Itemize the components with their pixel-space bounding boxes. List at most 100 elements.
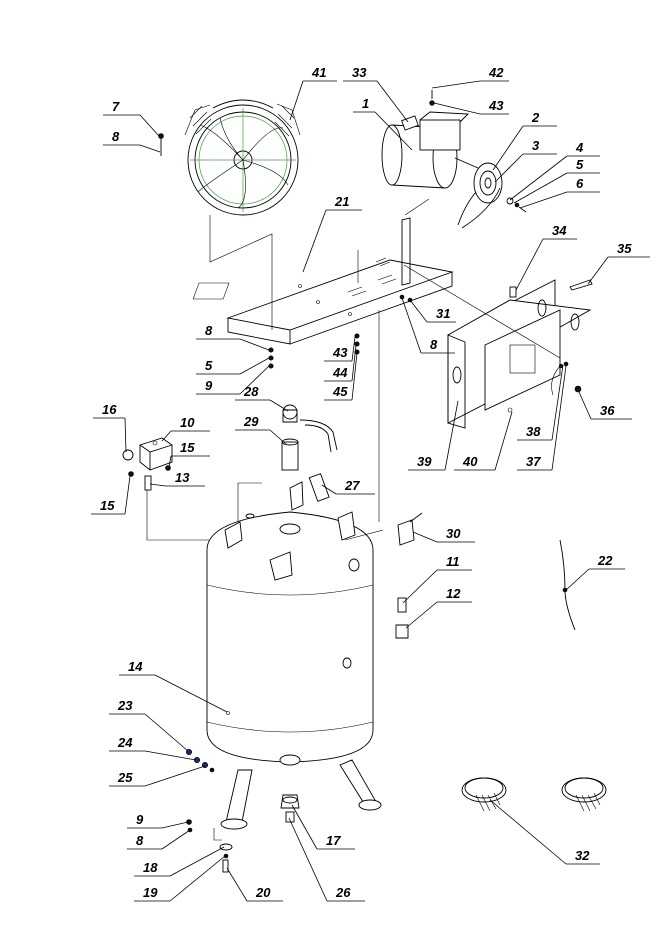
part-number-label-12: 12 (446, 586, 461, 601)
part-number-label-26: 26 (335, 885, 351, 900)
callout-leader (124, 417, 127, 453)
callout-leader (409, 299, 428, 323)
callout-leader (374, 111, 413, 151)
compressor-fan-assembly (158, 99, 301, 216)
part-number-label-42: 42 (488, 65, 504, 80)
part-number-label-13: 13 (175, 470, 190, 485)
callout-leader (269, 399, 289, 412)
callout-leader (161, 430, 172, 442)
part-number-label-8: 8 (430, 337, 438, 352)
callout-leader (513, 172, 568, 204)
part-number-label-9: 9 (136, 812, 144, 827)
callout-leader (431, 80, 481, 89)
callout-leader (551, 365, 567, 471)
air-tank (206, 481, 374, 763)
callout-leader (401, 297, 422, 354)
part-number-label-14: 14 (128, 659, 143, 674)
callout-leader (519, 191, 568, 209)
part-number-label-3: 3 (532, 138, 540, 153)
part-number-label-35: 35 (617, 241, 632, 256)
part-number-label-41: 41 (311, 65, 326, 80)
callout-leader (351, 336, 356, 362)
ball-valve-and-fittings (395, 512, 423, 639)
part-number-label-7: 7 (112, 99, 120, 114)
callout-leader (149, 483, 167, 487)
part-number-label-43: 43 (488, 98, 504, 113)
part-number-label-10: 10 (180, 415, 195, 430)
callout-leader (161, 829, 191, 850)
callout-leader (288, 817, 328, 902)
callout-leader (239, 365, 270, 395)
callout-leader (291, 804, 318, 850)
callout-leader (239, 338, 270, 351)
base-plate (192, 217, 454, 522)
part-number-label-30: 30 (446, 526, 461, 541)
part-number-label-8: 8 (205, 323, 213, 338)
part-number-label-6: 6 (576, 176, 584, 191)
foot-hardware (185, 748, 233, 873)
callout-leader (412, 531, 438, 543)
part-number-label-18: 18 (143, 860, 158, 875)
part-number-label-37: 37 (526, 454, 541, 469)
callout-leader (124, 475, 131, 515)
part-number-label-23: 23 (117, 698, 133, 713)
callout-leader (302, 209, 327, 273)
callout-leader (139, 114, 160, 137)
callout-leader (489, 799, 567, 865)
callout-leader (169, 855, 226, 902)
hose-coils (461, 777, 607, 812)
callout-leader (144, 765, 206, 787)
callout-leader (154, 674, 228, 713)
callout-leader (402, 569, 438, 604)
part-number-label-15: 15 (100, 498, 115, 513)
part-number-label-20: 20 (255, 885, 271, 900)
callout-leader (168, 455, 172, 468)
callout-leader (492, 125, 524, 171)
part-number-label-5: 5 (205, 358, 213, 373)
part-number-label-1: 1 (362, 96, 369, 111)
callout-leader (161, 821, 189, 829)
part-number-label-8: 8 (112, 129, 120, 144)
callout-leader (269, 429, 288, 446)
part-number-label-31: 31 (436, 306, 450, 321)
callout-leader (494, 153, 524, 183)
part-number-label-16: 16 (102, 402, 117, 417)
part-number-label-24: 24 (117, 735, 133, 750)
part-number-label-4: 4 (575, 140, 584, 155)
callout-leader (494, 411, 513, 471)
part-number-label-8: 8 (136, 833, 144, 848)
part-number-label-21: 21 (334, 194, 349, 209)
hose-22 (559, 539, 576, 631)
part-number-label-38: 38 (526, 424, 541, 439)
part-number-label-2: 2 (531, 110, 540, 125)
callout-leader (433, 102, 481, 115)
tank-legs (213, 754, 382, 841)
part-number-label-15: 15 (180, 440, 195, 455)
callout-leader (515, 238, 544, 291)
part-number-label-34: 34 (552, 223, 567, 238)
part-number-label-11: 11 (446, 554, 460, 569)
part-number-label-25: 25 (117, 770, 133, 785)
callout-leader (405, 601, 438, 629)
part-number-label-36: 36 (600, 403, 615, 418)
pressure-switch-assembly (122, 437, 262, 541)
part-number-label-27: 27 (344, 478, 360, 493)
callout-leader (169, 846, 225, 877)
part-number-label-39: 39 (417, 454, 432, 469)
callout-leader (587, 256, 609, 285)
callout-leader (444, 400, 459, 471)
callout-leader (509, 155, 568, 201)
part-number-label-28: 28 (243, 384, 259, 399)
part-number-label-17: 17 (326, 833, 341, 848)
part-number-label-22: 22 (597, 553, 613, 568)
belt-guard-assembly (447, 279, 593, 429)
callout-leader (144, 713, 189, 752)
part-number-label-5: 5 (576, 157, 584, 172)
callout-leader (351, 344, 357, 382)
callout-leader (565, 568, 590, 591)
part-number-label-19: 19 (143, 885, 158, 900)
callout-leader (551, 364, 564, 441)
callout-leader (321, 484, 337, 495)
